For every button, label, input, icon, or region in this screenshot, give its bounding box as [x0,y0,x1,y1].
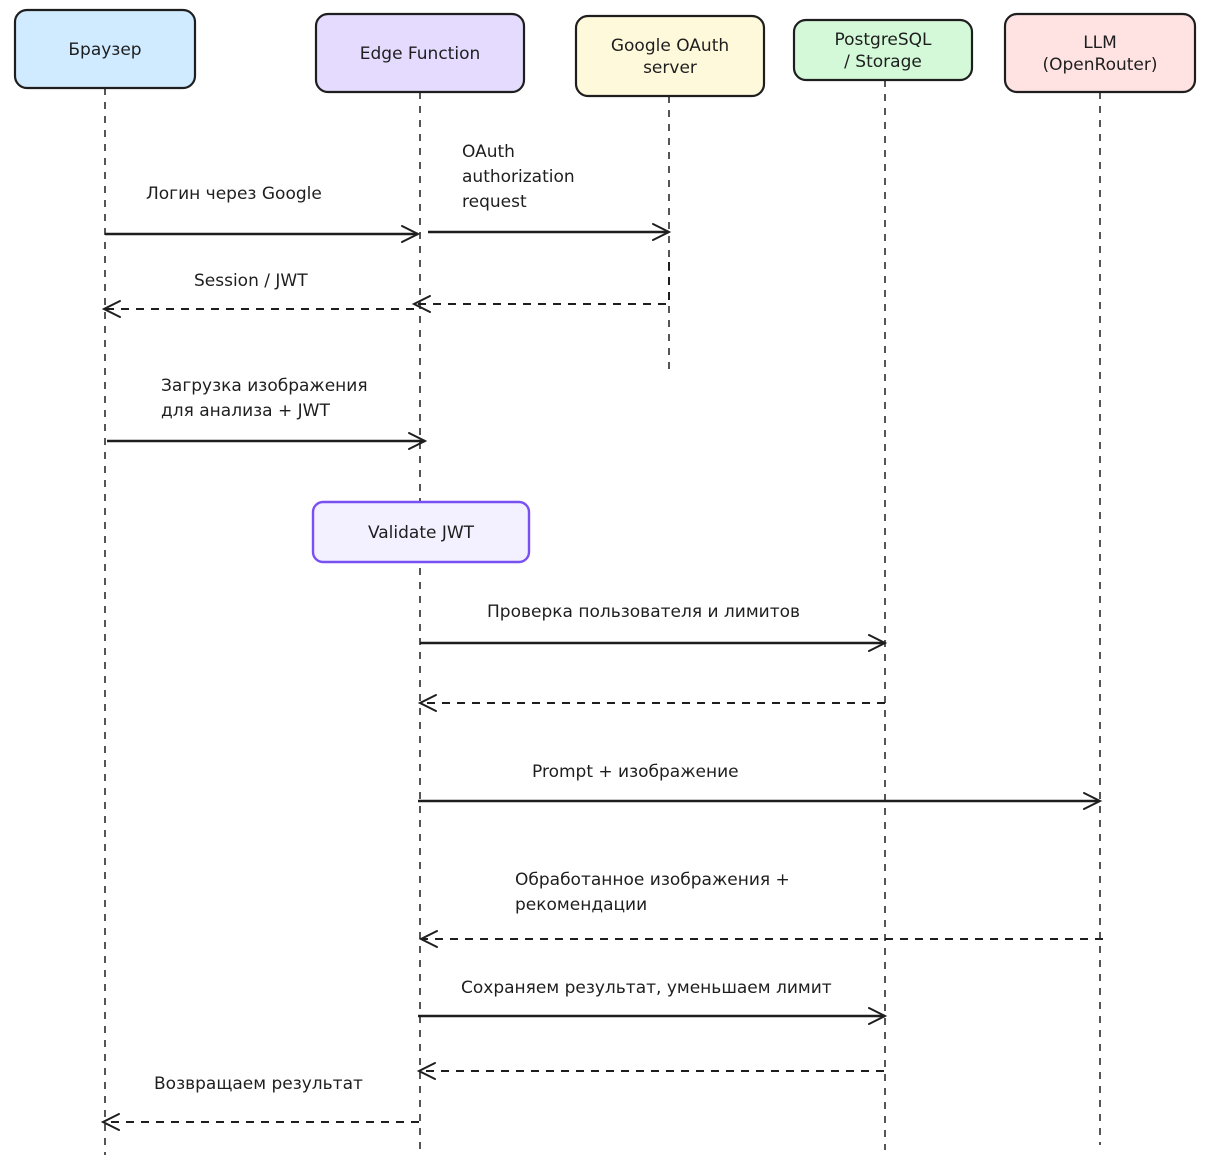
actor-box-edge [314,12,526,94]
message-11 [416,1062,884,1080]
message-7 [417,694,885,712]
note-box [311,500,531,564]
message-9: Обработанное изображения +рекомендации [418,870,1103,948]
message-label: Обработанное изображения +рекомендации [515,870,790,915]
arrowhead [868,1007,888,1025]
arrowhead [401,225,421,243]
arrowhead [1083,792,1103,810]
actor-box-db [792,18,974,82]
arrowhead [652,223,672,241]
actor-edge: Edge Function [314,12,526,94]
message-label: Prompt + изображение [532,762,739,782]
message-label: Session / JWT [194,271,308,291]
actor-label-edge: Edge Function [360,44,481,64]
message-4: Session / JWT [101,271,414,318]
actor-box-browser [13,8,197,90]
arrowhead [868,634,888,652]
note-validate-jwt: Validate JWT [311,500,531,564]
message-label: Проверка пользователя и лимитов [487,602,800,622]
message-8: Prompt + изображение [418,762,1103,810]
note-label: Validate JWT [368,523,475,543]
actor-box-oauth [574,14,766,98]
message-1: Логин через Google [105,184,421,243]
message-label: Сохраняем результат, уменьшаем лимит [461,978,832,998]
arrowhead [100,1113,120,1131]
arrowhead [418,930,438,948]
message-10: Сохраняем результат, уменьшаем лимит [418,978,888,1025]
message-label: Логин через Google [146,184,322,204]
arrowhead [417,694,437,712]
actor-label-db: PostgreSQL/ Storage [834,30,932,72]
message-6: Проверка пользователя и лимитов [420,602,888,652]
actor-llm: LLM(OpenRouter) [1003,12,1197,94]
arrowhead [411,295,431,313]
arrowhead [408,432,428,450]
actor-db: PostgreSQL/ Storage [792,18,974,82]
message-label: Возвращаем результат [154,1074,363,1094]
actor-label-browser: Браузер [68,40,141,60]
arrowhead [416,1062,436,1080]
message-line [414,262,670,305]
message-12: Возвращаем результат [100,1074,419,1131]
actor-box-llm [1003,12,1197,94]
actor-browser: Браузер [13,8,197,90]
arrowhead [101,300,121,318]
actor-label-llm: LLM(OpenRouter) [1042,33,1157,75]
message-3 [411,262,670,313]
